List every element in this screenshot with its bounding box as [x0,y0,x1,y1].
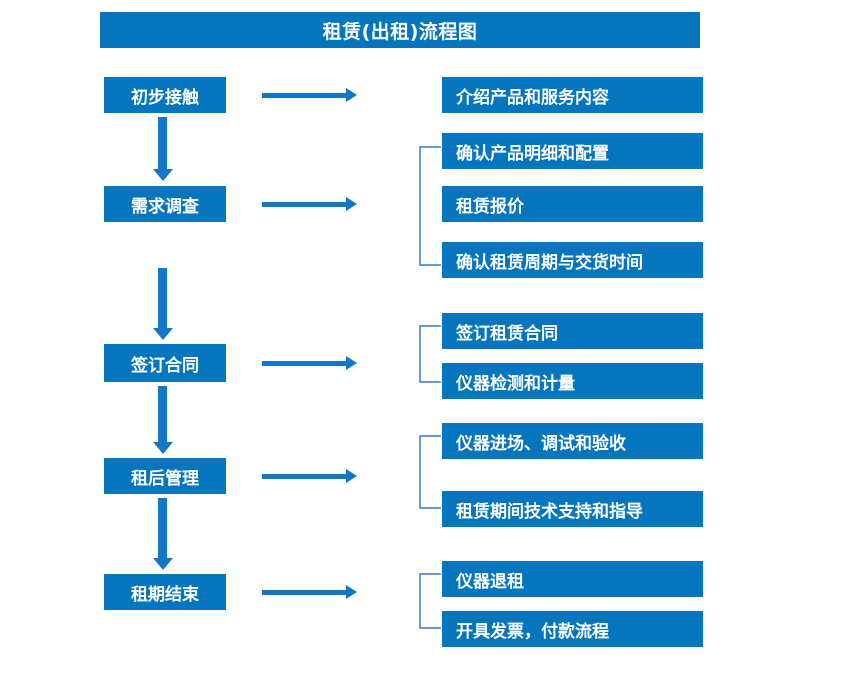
vertical-arrow-4 [153,498,173,570]
bracket-group-3 [419,325,441,383]
stage-box-sign-contract[interactable]: 签订合同 [104,344,226,382]
detail-box-confirm-product-details-config[interactable]: 确认产品明细和配置 [442,133,703,169]
detail-box-sign-lease-contract[interactable]: 签订租赁合同 [442,313,703,349]
bracket-group-4 [419,435,441,509]
horizontal-arrow-1 [262,88,357,102]
vertical-arrow-1 [153,117,173,181]
horizontal-arrow-4 [262,469,357,483]
bracket-group-2 [419,146,441,266]
stage-box-lease-end[interactable]: 租期结束 [104,574,226,610]
horizontal-arrow-5 [262,585,357,599]
detail-box-lease-quotation[interactable]: 租赁报价 [442,186,703,222]
page-title: 租赁(出租)流程图 [100,12,700,48]
detail-box-introduce-products-services[interactable]: 介绍产品和服务内容 [442,77,703,113]
vertical-arrow-2 [153,268,173,340]
stage-box-initial-contact[interactable]: 初步接触 [104,77,226,113]
detail-box-invoice-payment-process[interactable]: 开具发票，付款流程 [442,611,703,647]
stage-box-post-lease-management[interactable]: 租后管理 [104,458,226,494]
horizontal-arrow-3 [262,356,357,370]
bracket-group-5 [419,573,441,629]
horizontal-arrow-2 [262,197,357,211]
detail-box-lease-period-technical-support[interactable]: 租赁期间技术支持和指导 [442,491,703,527]
stage-box-needs-survey[interactable]: 需求调查 [104,186,226,222]
detail-box-instrument-entry-commissioning-acceptance[interactable]: 仪器进场、调试和验收 [442,423,703,459]
detail-box-instrument-testing-metering[interactable]: 仪器检测和计量 [442,363,703,399]
vertical-arrow-3 [153,386,173,454]
detail-box-instrument-return[interactable]: 仪器退租 [442,561,703,597]
detail-box-confirm-lease-period-delivery[interactable]: 确认租赁周期与交货时间 [442,242,703,278]
